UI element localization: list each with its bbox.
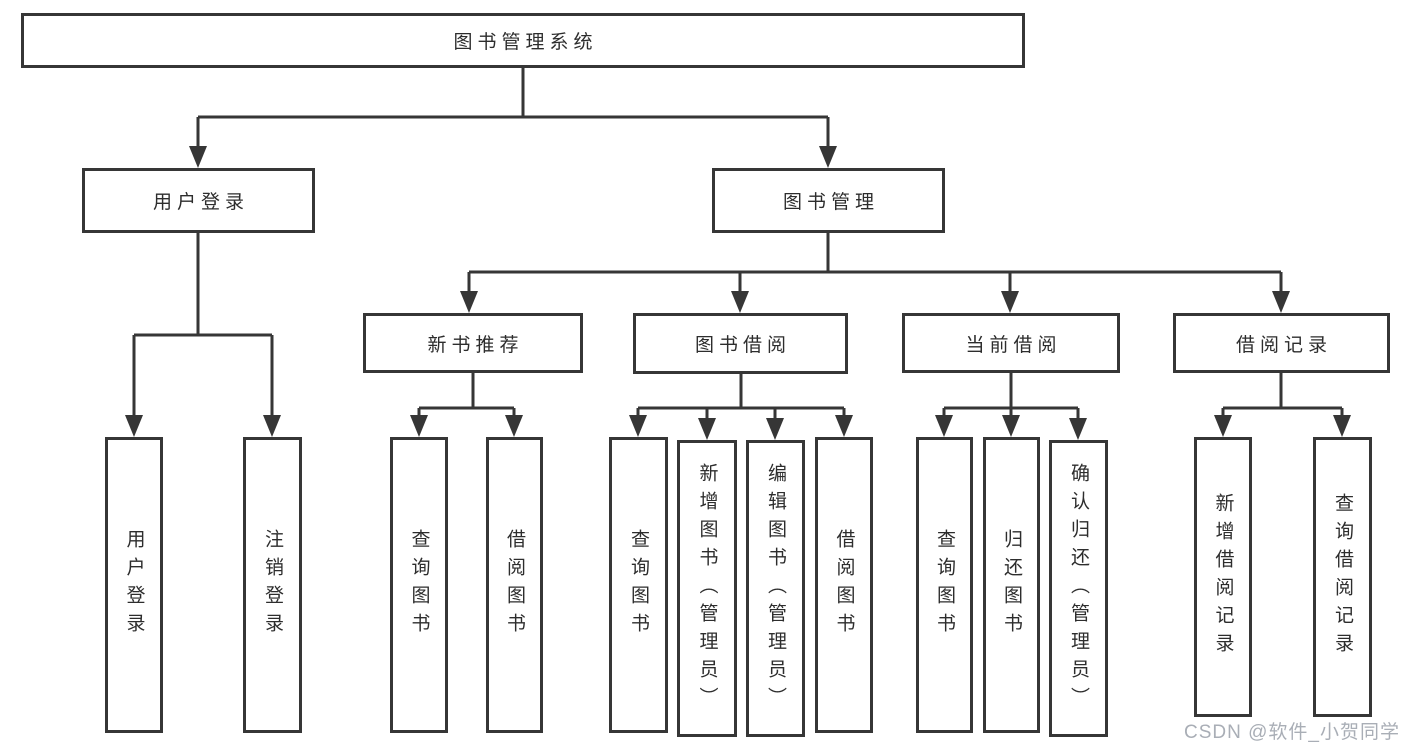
node-label: 用户登录	[152, 192, 249, 213]
leaf-add-borrow-record: 新增借阅记录	[1194, 437, 1252, 717]
node-user-login: 用户登录	[82, 168, 315, 233]
node-label: 查询图书	[408, 529, 430, 641]
leaf-user-login: 用户登录	[105, 437, 163, 733]
node-label: 编辑图书（管理员）	[765, 462, 786, 715]
leaf-query-book-under-borrow: 查询图书	[609, 437, 668, 733]
leaf-confirm-return-admin: 确认归还（管理员）	[1049, 440, 1108, 737]
node-label: 查询借阅记录	[1332, 493, 1353, 661]
node-label: 图书管理系统	[453, 32, 598, 53]
node-book-management: 图书管理	[712, 168, 945, 233]
node-label: 查询图书	[934, 529, 955, 641]
csdn-watermark: CSDN @软件_小贺同学	[1184, 722, 1400, 743]
node-label: 图书借阅	[694, 335, 791, 356]
leaf-query-borrow-record: 查询借阅记录	[1313, 437, 1372, 717]
node-label: 借阅图书	[833, 529, 855, 641]
leaf-query-book-under-current: 查询图书	[916, 437, 973, 733]
node-label: 借阅图书	[504, 529, 525, 641]
node-label: 查询图书	[628, 529, 649, 641]
node-label: 确认归还（管理员）	[1068, 462, 1089, 715]
leaf-borrow-book-under-recommend: 借阅图书	[486, 437, 543, 733]
node-label: 新增借阅记录	[1212, 493, 1234, 661]
node-system-root: 图书管理系统	[21, 13, 1025, 68]
leaf-add-book-admin: 新增图书（管理员）	[677, 440, 737, 737]
leaf-return-book: 归还图书	[983, 437, 1040, 733]
node-label: 归还图书	[1001, 529, 1022, 641]
node-current-borrow: 当前借阅	[902, 313, 1120, 373]
node-label: 新增图书（管理员）	[696, 462, 718, 715]
leaf-edit-book-admin: 编辑图书（管理员）	[746, 440, 805, 737]
node-label: 用户登录	[123, 529, 145, 641]
node-label: 注销登录	[262, 529, 283, 641]
leaf-query-book-under-recommend: 查询图书	[390, 437, 448, 733]
node-borrow-record: 借阅记录	[1173, 313, 1390, 373]
leaf-logout: 注销登录	[243, 437, 302, 733]
node-new-book-recommend: 新书推荐	[363, 313, 583, 373]
node-label: 借阅记录	[1235, 334, 1332, 356]
node-label: 当前借阅	[965, 334, 1062, 356]
node-label: 新书推荐	[427, 334, 524, 356]
node-label: 图书管理	[782, 192, 879, 213]
leaf-borrow-book-under-borrow: 借阅图书	[815, 437, 873, 733]
node-book-borrow: 图书借阅	[633, 313, 848, 374]
